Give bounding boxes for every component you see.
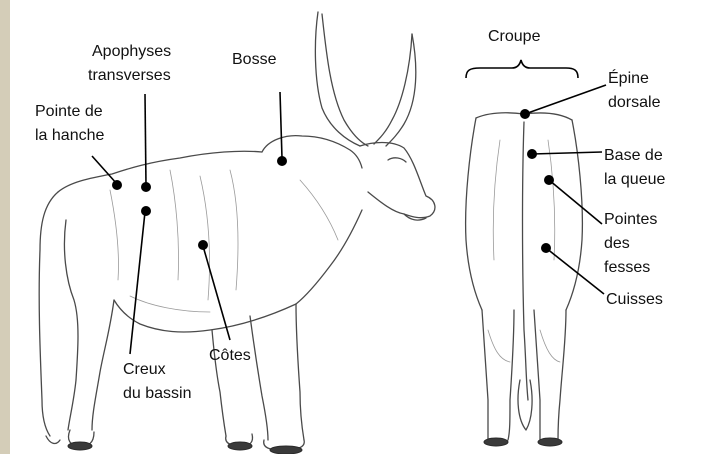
base-queue-dot — [527, 149, 537, 159]
epine-leader — [525, 85, 606, 114]
bosse-dot — [277, 156, 287, 166]
tail-rear — [523, 122, 529, 400]
pointe-hanche-leader — [92, 156, 117, 184]
label-creux-line2: du bassin — [123, 385, 192, 402]
label-base-queue-line1: Base de — [604, 147, 663, 164]
creux-dot — [141, 206, 151, 216]
label-base-queue-line2: la queue — [604, 171, 665, 188]
label-apophyses-line2: transverses — [88, 67, 171, 84]
bosse-leader — [280, 92, 282, 158]
hind-leg-rear — [64, 220, 78, 430]
cuisses-leader — [546, 248, 604, 294]
label-pointes-fesses-line2: des — [604, 235, 630, 252]
label-bosse: Bosse — [232, 51, 277, 68]
croupe-brace — [466, 60, 578, 78]
belly — [114, 300, 296, 332]
pointes-fesses-leader — [549, 180, 602, 224]
apophyses-dot — [141, 182, 151, 192]
label-pointes-fesses-line1: Pointes — [604, 211, 657, 228]
base-queue-leader — [532, 152, 602, 154]
right-horn — [374, 34, 412, 144]
front-leg — [250, 316, 268, 440]
label-apophyses-line1: Apophyses — [92, 43, 171, 60]
epine-dot — [520, 109, 530, 119]
label-pointe-hanche-line2: la hanche — [35, 127, 104, 144]
label-epine-line1: Épine — [608, 68, 649, 87]
creux-leader — [130, 212, 145, 354]
rear-left-flank — [466, 118, 482, 310]
head — [360, 143, 435, 218]
pointe-hanche-dot — [112, 180, 122, 190]
cuisses-dot — [541, 243, 551, 253]
cotes-dot — [198, 240, 208, 250]
rear-right-flank — [566, 120, 582, 310]
apophyses-leader — [145, 94, 146, 186]
label-pointe-hanche-line1: Pointe de — [35, 103, 103, 120]
label-epine-line2: dorsale — [608, 94, 661, 111]
cotes-leader — [203, 246, 230, 340]
dewlap — [296, 210, 362, 304]
tail — [39, 192, 58, 436]
label-cuisses: Cuisses — [606, 291, 663, 308]
back-line — [58, 151, 262, 192]
label-croupe: Croupe — [488, 28, 541, 45]
rear-view-cow-illustration — [466, 113, 583, 446]
label-cotes: Côtes — [209, 347, 251, 364]
label-pointes-fesses-line3: fesses — [604, 259, 650, 276]
pointes-fesses-dot — [544, 175, 554, 185]
label-creux-line1: Creux — [123, 361, 166, 378]
hump — [262, 136, 362, 168]
left-horn — [315, 12, 360, 146]
